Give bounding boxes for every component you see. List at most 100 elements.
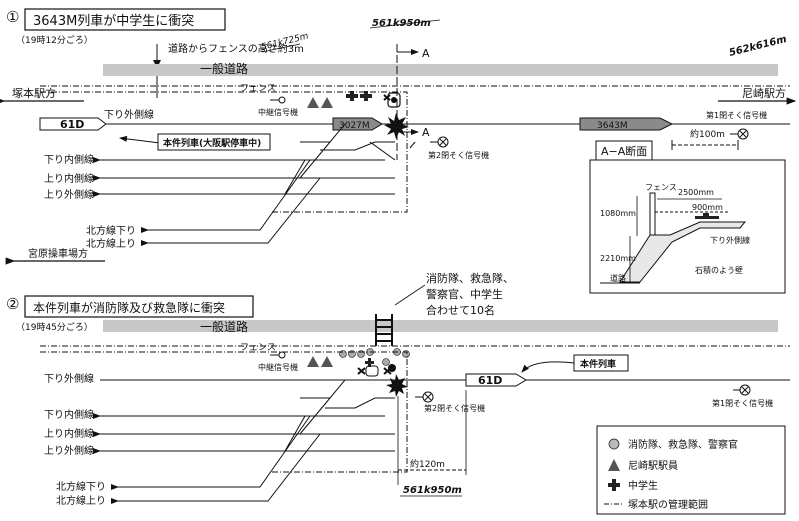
triangle-icon [608, 459, 620, 471]
staff-triangle-icon [307, 97, 319, 108]
track-label-1-1: 下り内側線 [44, 153, 94, 166]
legend-box [596, 425, 786, 515]
general-road-label-1: 一般道路 [200, 61, 248, 76]
student-fallen-icon [383, 94, 391, 101]
section-mark-bottom: A [422, 126, 430, 139]
signal-1-label-2: 第1閉そく信号機 [712, 398, 773, 408]
signal-2-icon [422, 391, 434, 403]
relay-signal-icon [278, 351, 286, 359]
track-label-1-5: 北方線上り [86, 237, 136, 250]
scene-2-title: 本件列車が消防隊及び救急隊に衝突 [33, 300, 225, 315]
cross-icon [608, 479, 620, 491]
general-road-2 [103, 320, 778, 332]
track-label-2-1: 下り内側線 [44, 408, 94, 421]
crowd-note-1: 警察官、中学生 [426, 287, 503, 301]
section-title: A−A断面 [601, 144, 647, 158]
relay-signal-icon [278, 96, 286, 104]
distance-100-label: 約100m [690, 128, 725, 140]
crowd-note-0: 消防隊、救急隊、 [426, 271, 514, 285]
train-61d-label-2: 61D [478, 374, 502, 387]
section-wall-label: 石積のよう壁 [695, 265, 743, 275]
km-center: 561k950m [372, 18, 431, 29]
km-center-2: 561k950m [403, 485, 462, 496]
scene-1-time: （19時12分ごろ） [16, 34, 93, 46]
student-cross-icon [346, 91, 358, 101]
signal-2-label-1: 第2閉そく信号機 [428, 150, 489, 160]
train-3643m [579, 117, 674, 131]
section-track-label: 下り外側線 [710, 235, 750, 245]
track-label-2-3: 上り外側線 [44, 444, 94, 457]
collision-burst-icon [384, 113, 409, 139]
incident-train-box [157, 133, 271, 151]
track-label-1-2: 上り内側線 [44, 172, 94, 185]
scene-1-title: 3643M列車が中学生に衝突 [33, 13, 194, 29]
relay-signal-label-2: 中継信号機 [258, 362, 298, 372]
fence-label-1: フェンス [240, 84, 276, 94]
track-label-1-3: 上り外側線 [44, 188, 94, 201]
legend-item-3: 塚本駅の管理範囲 [628, 498, 708, 511]
crowd-note-2: 合わせて10名 [426, 303, 495, 317]
student-cross-icon [360, 91, 372, 101]
general-road-1 [103, 64, 778, 76]
train-3643m-label: 3643M [597, 121, 628, 131]
fence-label-2: フェンス [240, 343, 276, 353]
staff-triangle-icon [321, 97, 333, 108]
legend: 消防隊、救急隊、警察官 尼崎駅駅員 中学生 塚本駅の管理範囲 [596, 425, 786, 515]
train-3027m [332, 117, 383, 131]
section-mark-top: A [422, 47, 430, 60]
section-dim-2210: 2210mm [600, 254, 636, 263]
track-label-1-4: 北方線下り [86, 224, 136, 237]
crossover-lines-2 [230, 379, 395, 502]
general-road-label-2: 一般道路 [200, 319, 248, 334]
section-road-label: 道路 [610, 273, 626, 283]
jurisdiction-line-1 [40, 91, 408, 213]
scene-1: ① 3643M列車が中学生に衝突 （19時12分ごろ） 道路からフェンスの高さ約… [0, 8, 797, 265]
staff-triangle-icon [321, 356, 333, 367]
circle-icon [608, 438, 620, 450]
crossover-lines-1 [230, 123, 395, 244]
section-dim-1080: 1080mm [600, 209, 636, 218]
signal-2-label-2: 第2閉そく信号機 [424, 403, 485, 413]
collision-burst-icon [386, 374, 408, 397]
scene-2-number: ② [6, 295, 19, 313]
station-right: 尼崎駅方 [742, 86, 786, 100]
section-dim-900: 900mm [692, 203, 723, 212]
jurisdiction-line-2 [40, 351, 408, 473]
scene-1-number: ① [6, 8, 19, 26]
section-frame [589, 159, 786, 294]
section-fence-post [649, 192, 656, 236]
responders-group [339, 348, 410, 397]
track-label-2-4: 北方線下り [56, 480, 106, 493]
students-group-1 [346, 91, 401, 108]
legend-item-2: 中学生 [628, 479, 658, 492]
train-61d-1 [39, 117, 107, 131]
incident-train-label-2: 本件列車 [580, 358, 616, 370]
student-cross-icon [365, 358, 374, 367]
ladder-icon [375, 314, 393, 346]
scene-1-title-box [24, 8, 226, 31]
km-right: 562k616m [728, 34, 788, 59]
staff-triangle-icon [307, 356, 319, 367]
legend-item-0: 消防隊、救急隊、警察官 [628, 438, 738, 451]
station-left: 塚本駅方 [12, 86, 56, 100]
train-3027m-label: 3027M [339, 121, 370, 131]
scene-2: ② 本件列車が消防隊及び救急隊に衝突 （19時45分ごろ） 消防隊、救急隊、 警… [6, 271, 790, 507]
scene-2-time: （19時45分ごろ） [16, 321, 93, 333]
track-label-2-0: 下り外側線 [44, 372, 94, 385]
legend-item-1: 尼崎駅駅員 [628, 459, 678, 472]
signal-1-icon [739, 384, 751, 396]
train-61d-label-1: 61D [60, 118, 84, 131]
section-fence-label: フェンス [645, 183, 677, 192]
section-a-a: A−A断面 フェンス 2500mm 900mm 1080mm 2210mm 下り… [589, 140, 786, 294]
signal-2-icon [437, 136, 449, 148]
section-track-ballast [695, 213, 719, 219]
track-label-2-2: 上り内側線 [44, 427, 94, 440]
distance-120-label: 約120m [410, 458, 445, 470]
miyahara-label: 宮原操車場方 [28, 247, 88, 260]
signal-1-icon [737, 128, 749, 140]
scene-2-title-box [24, 295, 254, 318]
incident-train-label: 本件列車(大阪駅停車中) [163, 137, 261, 149]
signal-1-label-1: 第1閉そく信号機 [706, 110, 767, 120]
track-label-1-0: 下り外側線 [104, 108, 154, 121]
